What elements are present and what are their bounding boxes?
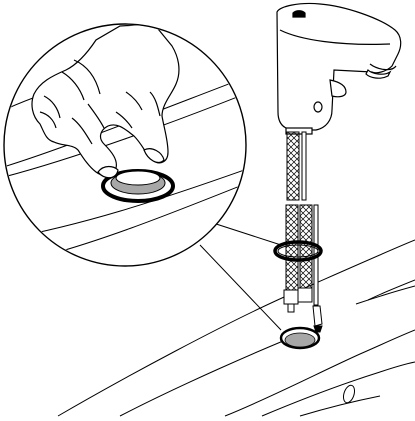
hose-fittings-icon — [283, 287, 323, 333]
washbasin-outline-icon — [57, 239, 415, 417]
leader-lines — [199, 221, 282, 331]
overflow-hole-icon — [342, 384, 356, 404]
mounting-hole-icon — [101, 169, 175, 203]
detail-magnifier-icon — [3, 23, 247, 267]
basin-hole-icon — [279, 326, 321, 350]
braided-hose-icon — [285, 131, 319, 306]
o-ring-icon — [273, 240, 323, 262]
hand-icon — [31, 25, 180, 179]
faucet-body-icon — [276, 2, 402, 135]
